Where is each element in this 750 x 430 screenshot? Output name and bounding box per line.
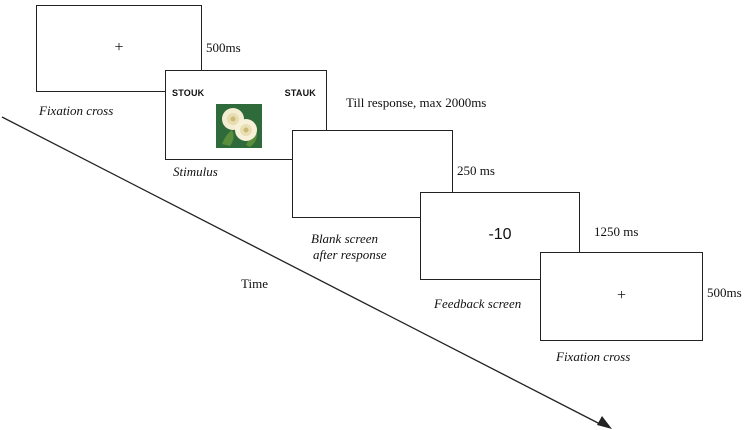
feedback-value: -10 xyxy=(488,226,512,243)
stimulus-word-right: STAUK xyxy=(284,88,316,98)
duration-fixation-1: 500ms xyxy=(206,40,241,55)
duration-blank: 250 ms xyxy=(457,163,495,178)
caption-feedback: Feedback screen xyxy=(434,296,522,311)
duration-stimulus: Till response, max 2000ms xyxy=(346,95,487,110)
caption-fixation-1: Fixation cross xyxy=(39,103,114,118)
duration-fixation-2: 500ms xyxy=(707,285,742,300)
caption-blank-line1: Blank screen xyxy=(311,231,379,246)
white-roses-picture xyxy=(216,104,262,148)
stimulus-word-left: STOUK xyxy=(172,88,205,98)
time-label: Time xyxy=(241,276,268,291)
fixation-cross-symbol-2: + xyxy=(616,287,627,304)
fixation-cross-symbol: + xyxy=(114,39,124,56)
fixation-screen-2: + xyxy=(540,252,703,341)
caption-stimulus: Stimulus xyxy=(173,164,218,179)
caption-blank-line2: after response xyxy=(313,247,387,262)
duration-feedback: 1250 ms xyxy=(594,224,639,239)
caption-fixation-2: Fixation cross xyxy=(556,349,631,364)
